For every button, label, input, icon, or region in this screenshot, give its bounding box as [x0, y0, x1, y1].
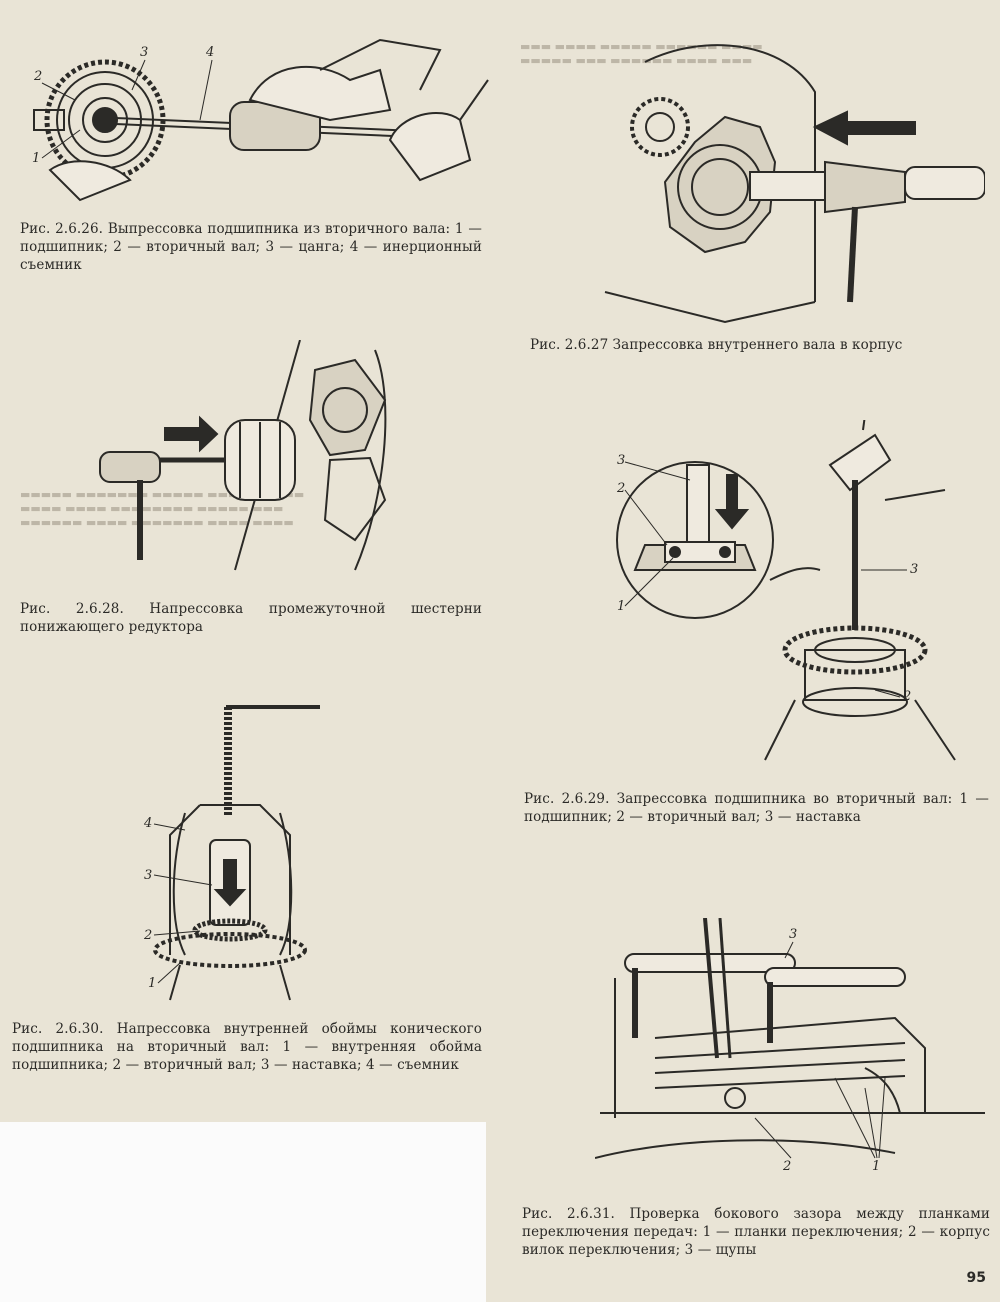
figure-2-6-27	[585, 22, 985, 327]
callout-2: 2	[33, 69, 42, 84]
figure-2-6-26: 2 3 4 1	[20, 20, 490, 205]
page-number: 95	[966, 1270, 986, 1286]
puller-press-illustration: 4 3 2 1	[143, 705, 320, 1001]
callout-4: 4	[205, 45, 214, 60]
callout-3: 3	[140, 45, 148, 60]
callout-2: 2	[616, 481, 625, 496]
caption-2-6-31: Рис. 2.6.31. Проверка бокового зазора ме…	[522, 1206, 990, 1258]
callout-1: 1	[617, 599, 625, 614]
figure-2-6-30: 4 3 2 1	[140, 695, 330, 1010]
figure-2-6-28	[95, 340, 480, 580]
blank-scan-region	[0, 1122, 486, 1302]
bearing-press-illustration: 3 2 1 3 2	[616, 420, 956, 761]
callout-2: 2	[782, 1159, 791, 1174]
figure-2-6-29: 3 2 1 3 2	[605, 420, 995, 780]
bearing-puller-illustration: 2 3 4 1	[32, 38, 489, 202]
callout-3: 3	[144, 868, 152, 883]
shaft-press-illustration	[604, 44, 985, 324]
callout-3b: 3	[910, 562, 918, 577]
callout-2b: 2	[902, 689, 911, 704]
callout-3: 3	[789, 927, 797, 942]
callout-1: 1	[32, 151, 40, 166]
caption-2-6-26: Рис. 2.6.26. Выпрессовка подшипника из в…	[20, 221, 482, 273]
bleed-through-text: ▬▬▬ ▬▬▬▬ ▬▬▬▬▬ ▬▬▬▬▬▬ ▬▬▬▬▬▬▬▬▬ ▬▬▬ ▬▬▬▬…	[520, 40, 763, 67]
figure-2-6-31: 3 2 1	[595, 918, 990, 1200]
callout-1: 1	[872, 1159, 880, 1174]
callout-1: 1	[148, 976, 156, 991]
caption-2-6-27: Рис. 2.6.27 Запрессовка внутреннего вала…	[530, 337, 903, 353]
caption-2-6-28: Рис. 2.6.28. Напрессовка промежуточной ш…	[20, 601, 482, 635]
feeler-gauge-check-illustration: 3 2 1	[595, 918, 985, 1174]
callout-4: 4	[143, 816, 152, 831]
caption-2-6-30: Рис. 2.6.30. Напрессовка внутренней обой…	[12, 1021, 482, 1073]
gear-press-illustration	[99, 340, 387, 571]
callout-2: 2	[143, 928, 152, 943]
callout-3: 3	[617, 453, 625, 468]
caption-2-6-29: Рис. 2.6.29. Запрессовка подшипника во в…	[524, 791, 989, 825]
